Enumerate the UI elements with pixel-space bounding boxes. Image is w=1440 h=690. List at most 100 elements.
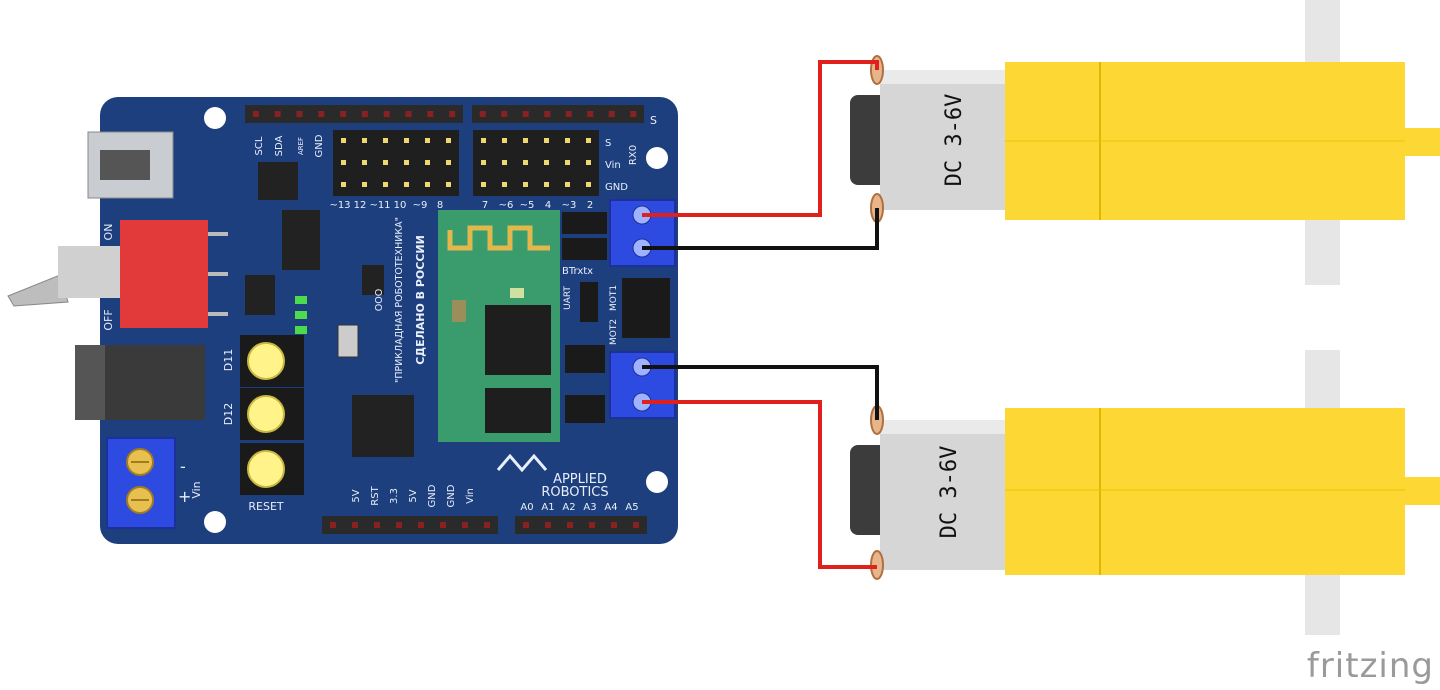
pin-block-left-pin[interactable] bbox=[341, 138, 346, 143]
header-top-right-pin[interactable] bbox=[587, 111, 594, 117]
pin-block-right-pin[interactable] bbox=[565, 160, 570, 165]
header-bottom-right-pin[interactable] bbox=[633, 522, 639, 528]
digital-label: ~9 bbox=[413, 200, 428, 211]
pin-block-right-pin[interactable] bbox=[502, 160, 507, 165]
power-switch[interactable] bbox=[7, 220, 228, 328]
jumper-bt-bottom[interactable] bbox=[562, 238, 607, 260]
header-top-right-pin[interactable] bbox=[608, 111, 615, 117]
vin-terminal[interactable] bbox=[106, 437, 176, 529]
header-bottom-right[interactable] bbox=[515, 516, 647, 534]
header-bottom-left-pin[interactable] bbox=[374, 522, 380, 528]
pin-block-right-pin[interactable] bbox=[523, 160, 528, 165]
button-d12[interactable] bbox=[240, 388, 304, 440]
button-d11[interactable] bbox=[240, 335, 304, 387]
pin-block-right-pin[interactable] bbox=[565, 138, 570, 143]
pin-block-left-pin[interactable] bbox=[383, 138, 388, 143]
header-bottom-right-pin[interactable] bbox=[589, 522, 595, 528]
header-top-right-pin[interactable] bbox=[544, 111, 551, 117]
header-top-left-pin[interactable] bbox=[252, 111, 259, 117]
i2c-label: SDA bbox=[274, 135, 285, 156]
motor-terminal-2[interactable] bbox=[609, 351, 676, 419]
header-bottom-left-pin[interactable] bbox=[418, 522, 424, 528]
motor-1-can bbox=[880, 70, 1010, 210]
header-bottom-left-pin[interactable] bbox=[462, 522, 468, 528]
pin-block-right-pin[interactable] bbox=[502, 182, 507, 187]
header-top-left-pin[interactable] bbox=[340, 111, 347, 117]
pin-block-left-pin[interactable] bbox=[446, 160, 451, 165]
pin-block-left-pin[interactable] bbox=[425, 138, 430, 143]
header-top-left[interactable] bbox=[245, 105, 463, 123]
pin-block-left-pin[interactable] bbox=[362, 160, 367, 165]
header-top-left-pin[interactable] bbox=[383, 111, 390, 117]
pin-block-right-pin[interactable] bbox=[565, 182, 570, 187]
pin-block-left-pin[interactable] bbox=[404, 160, 409, 165]
pin-block-right-pin[interactable] bbox=[586, 160, 591, 165]
ic-small bbox=[258, 162, 298, 200]
analog-label: A4 bbox=[604, 502, 617, 513]
header-bottom-right-pin[interactable] bbox=[523, 522, 529, 528]
pin-block-left-pin[interactable] bbox=[425, 182, 430, 187]
pin-block-left-pin[interactable] bbox=[425, 160, 430, 165]
pin-block-left-pin[interactable] bbox=[362, 138, 367, 143]
pin-block-left-pin[interactable] bbox=[383, 160, 388, 165]
header-top-left-pin[interactable] bbox=[274, 111, 281, 117]
i2c-label: SCL bbox=[254, 136, 265, 155]
header-bottom-left[interactable] bbox=[322, 516, 498, 534]
pin-block-right-pin[interactable] bbox=[481, 138, 486, 143]
header-bottom-left-pin[interactable] bbox=[440, 522, 446, 528]
header-bottom-left-pin[interactable] bbox=[330, 522, 336, 528]
pin-block-left-pin[interactable] bbox=[446, 182, 451, 187]
jumper-mot[interactable] bbox=[622, 278, 670, 338]
mount-hole bbox=[204, 107, 226, 129]
header-top-right[interactable] bbox=[472, 105, 644, 123]
header-top-left-body bbox=[245, 105, 463, 123]
fritzing-watermark: fritzing bbox=[1306, 646, 1434, 686]
pin-block-right-pin[interactable] bbox=[586, 182, 591, 187]
power-label: RST bbox=[370, 485, 381, 505]
pin-block-left-pin[interactable] bbox=[383, 182, 388, 187]
header-top-left-pin[interactable] bbox=[318, 111, 325, 117]
pin-block-left-pin[interactable] bbox=[446, 138, 451, 143]
button-reset[interactable] bbox=[240, 443, 304, 495]
header-top-left-pin[interactable] bbox=[449, 111, 456, 117]
motor-terminal-1[interactable] bbox=[609, 199, 676, 267]
pin-block-right-pin[interactable] bbox=[523, 182, 528, 187]
header-top-left-pin[interactable] bbox=[296, 111, 303, 117]
header-bottom-left-pin[interactable] bbox=[484, 522, 490, 528]
capacitor bbox=[245, 275, 275, 315]
power-label: Vin bbox=[465, 488, 476, 504]
header-bottom-right-pin[interactable] bbox=[611, 522, 617, 528]
jumper-bt-top[interactable] bbox=[562, 212, 607, 234]
pin-block-left-pin[interactable] bbox=[341, 160, 346, 165]
header-bottom-right-pin[interactable] bbox=[545, 522, 551, 528]
header-bottom-left-pin[interactable] bbox=[396, 522, 402, 528]
header-top-right-pin[interactable] bbox=[522, 111, 529, 117]
header-top-right-pin[interactable] bbox=[479, 111, 486, 117]
pin-block-right-pin[interactable] bbox=[544, 182, 549, 187]
header-top-left-pin[interactable] bbox=[361, 111, 368, 117]
jumper-uart[interactable] bbox=[580, 282, 598, 322]
pin-block-right-pin[interactable] bbox=[544, 160, 549, 165]
maker-line-1: ООО bbox=[374, 289, 385, 311]
header-top-left-pin[interactable] bbox=[405, 111, 412, 117]
header-top-left-pin[interactable] bbox=[427, 111, 434, 117]
switch-body[interactable] bbox=[120, 220, 208, 328]
pin-block-right-pin[interactable] bbox=[481, 182, 486, 187]
pin-block-right-pin[interactable] bbox=[502, 138, 507, 143]
pin-block-right-pin[interactable] bbox=[544, 138, 549, 143]
header-bottom-left-pin[interactable] bbox=[352, 522, 358, 528]
power-label: 3.3 bbox=[389, 488, 400, 504]
pin-block-right-pin[interactable] bbox=[586, 138, 591, 143]
pin-block-left-pin[interactable] bbox=[404, 138, 409, 143]
header-top-right-pin[interactable] bbox=[630, 111, 637, 117]
header-bottom-right-pin[interactable] bbox=[567, 522, 573, 528]
brand-line-1: APPLIED bbox=[553, 472, 607, 487]
pin-block-left-pin[interactable] bbox=[404, 182, 409, 187]
header-top-right-pin[interactable] bbox=[501, 111, 508, 117]
pin-block-left-pin[interactable] bbox=[362, 182, 367, 187]
digital-label: ~6 bbox=[499, 200, 514, 211]
header-top-right-pin[interactable] bbox=[565, 111, 572, 117]
pin-block-left-pin[interactable] bbox=[341, 182, 346, 187]
pin-block-right-pin[interactable] bbox=[523, 138, 528, 143]
pin-block-right-pin[interactable] bbox=[481, 160, 486, 165]
